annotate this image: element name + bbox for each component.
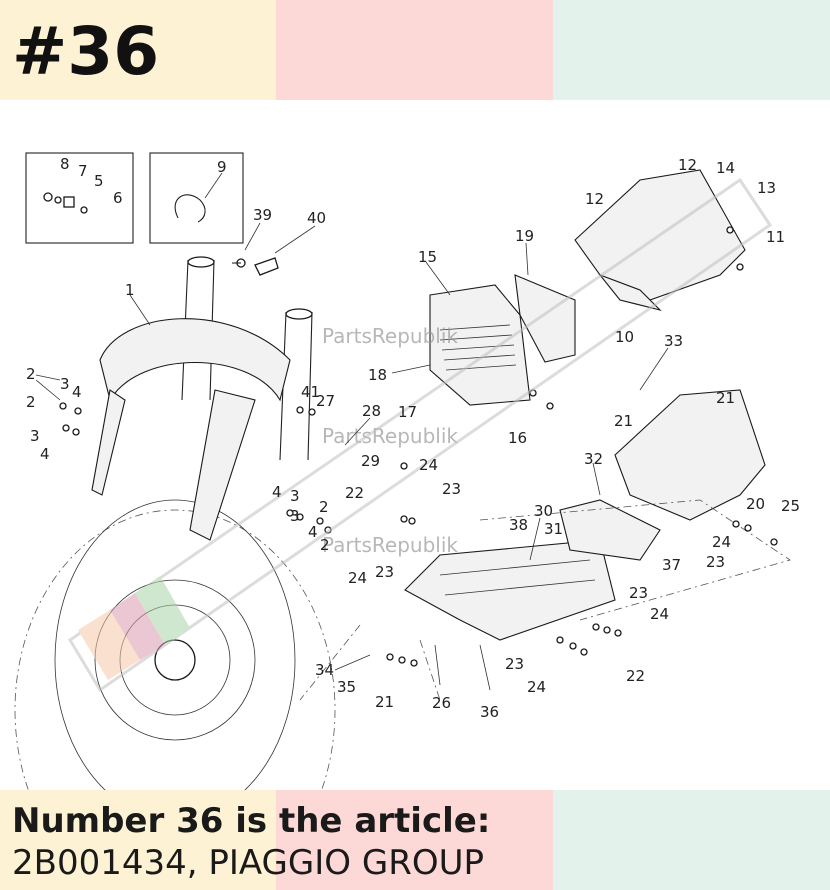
mudguard-stay-right — [189, 389, 256, 541]
front-mudguard — [99, 318, 291, 402]
label-14: 14 — [716, 159, 735, 177]
brake-disc — [94, 579, 256, 741]
callout-leaders — [35, 172, 669, 691]
label-29: 29 — [361, 452, 380, 470]
label-24-c: 24 — [650, 605, 669, 623]
label-33: 33 — [664, 332, 683, 350]
watermark-text-2: PartsRepublik — [322, 424, 458, 448]
label-2: 2 — [26, 365, 36, 383]
label-4-d: 4 — [308, 523, 318, 541]
label-32: 32 — [584, 450, 603, 468]
label-21: 21 — [716, 389, 735, 407]
label-4-b: 4 — [40, 445, 50, 463]
label-16: 16 — [508, 429, 527, 447]
caption-article-heading: Number 36 is the article: — [12, 801, 491, 841]
part-labels: 1 2 3 4 3 4 2 5 6 7 8 9 10 11 12 12 13 1… — [26, 155, 800, 721]
label-9: 9 — [217, 158, 227, 176]
footer-pink-block — [276, 790, 553, 890]
label-4-c: 4 — [272, 483, 282, 501]
label-26: 26 — [432, 694, 451, 712]
label-3-d: 3 — [290, 507, 300, 525]
label-7: 7 — [78, 162, 88, 180]
inset-box-clip — [149, 152, 244, 244]
footer-mint-block — [553, 790, 830, 890]
mudguard-stay-left — [91, 389, 126, 496]
label-23-e: 23 — [706, 553, 725, 571]
header-color-band — [0, 0, 830, 100]
hardware-small-parts — [43, 192, 88, 214]
label-21-b: 21 — [614, 412, 633, 430]
label-40: 40 — [307, 209, 326, 227]
watermark-text-1: PartsRepublik — [322, 324, 458, 348]
clip-part — [174, 194, 206, 223]
label-37: 37 — [662, 556, 681, 574]
header-yellow-block — [0, 0, 276, 100]
label-31: 31 — [544, 520, 563, 538]
radiator-cover — [514, 274, 576, 363]
label-23: 23 — [442, 480, 461, 498]
label-38: 38 — [509, 516, 528, 534]
label-19: 19 — [515, 227, 534, 245]
radiator-fins — [439, 324, 517, 371]
page-title: #36 — [12, 13, 160, 90]
label-23-d: 23 — [505, 655, 524, 673]
tyre-inner — [54, 499, 296, 790]
label-17: 17 — [398, 403, 417, 421]
skid-plate-bracket — [559, 499, 661, 561]
label-12-b: 12 — [585, 190, 604, 208]
header-mint-block — [553, 0, 830, 100]
label-3-b: 3 — [30, 427, 40, 445]
label-2-d: 2 — [320, 536, 330, 554]
label-24-b: 24 — [348, 569, 367, 587]
caption-article-number: 2B001434, PIAGGIO GROUP — [12, 843, 484, 883]
label-22: 22 — [345, 484, 364, 502]
label-2-b: 2 — [26, 393, 36, 411]
label-34: 34 — [315, 661, 334, 679]
label-24-e: 24 — [712, 533, 731, 551]
wheel-hub — [154, 639, 196, 681]
label-24: 24 — [419, 456, 438, 474]
wheel-outline — [14, 509, 336, 790]
label-28: 28 — [362, 402, 381, 420]
footer-yellow-block — [0, 790, 276, 890]
label-27: 27 — [316, 392, 335, 410]
label-5: 5 — [94, 172, 104, 190]
label-13: 13 — [757, 179, 776, 197]
label-11: 11 — [766, 228, 785, 246]
label-35: 35 — [337, 678, 356, 696]
label-15: 15 — [418, 248, 437, 266]
label-8: 8 — [60, 155, 70, 173]
label-24-d: 24 — [527, 678, 546, 696]
label-4: 4 — [72, 383, 82, 401]
header-pink-block — [276, 0, 553, 100]
label-3: 3 — [60, 375, 70, 393]
exploded-parts-diagram: PartsRepublik PartsRepublik PartsRepubli… — [14, 152, 800, 790]
label-23-b: 23 — [375, 563, 394, 581]
label-20: 20 — [746, 495, 765, 513]
label-23-c: 23 — [629, 584, 648, 602]
label-12: 12 — [678, 156, 697, 174]
diagonal-watermark-logo — [67, 177, 773, 693]
label-39: 39 — [253, 206, 272, 224]
label-3-c: 3 — [290, 487, 300, 505]
bolts-and-washers — [59, 226, 778, 667]
label-22-b: 22 — [626, 667, 645, 685]
inset-box-hardware — [25, 152, 134, 244]
label-2-c: 2 — [319, 498, 329, 516]
label-10: 10 — [615, 328, 634, 346]
skid-plate — [404, 539, 616, 641]
label-41: 41 — [301, 383, 320, 401]
label-18: 18 — [368, 366, 387, 384]
label-25: 25 — [781, 497, 800, 515]
label-30: 30 — [534, 502, 553, 520]
lower-frame-bracket — [614, 389, 766, 521]
label-21-c: 21 — [375, 693, 394, 711]
label-1: 1 — [125, 281, 135, 299]
label-6: 6 — [113, 189, 123, 207]
footer-color-band — [0, 790, 830, 890]
watermark-text-3: PartsRepublik — [322, 533, 458, 557]
label-36: 36 — [480, 703, 499, 721]
